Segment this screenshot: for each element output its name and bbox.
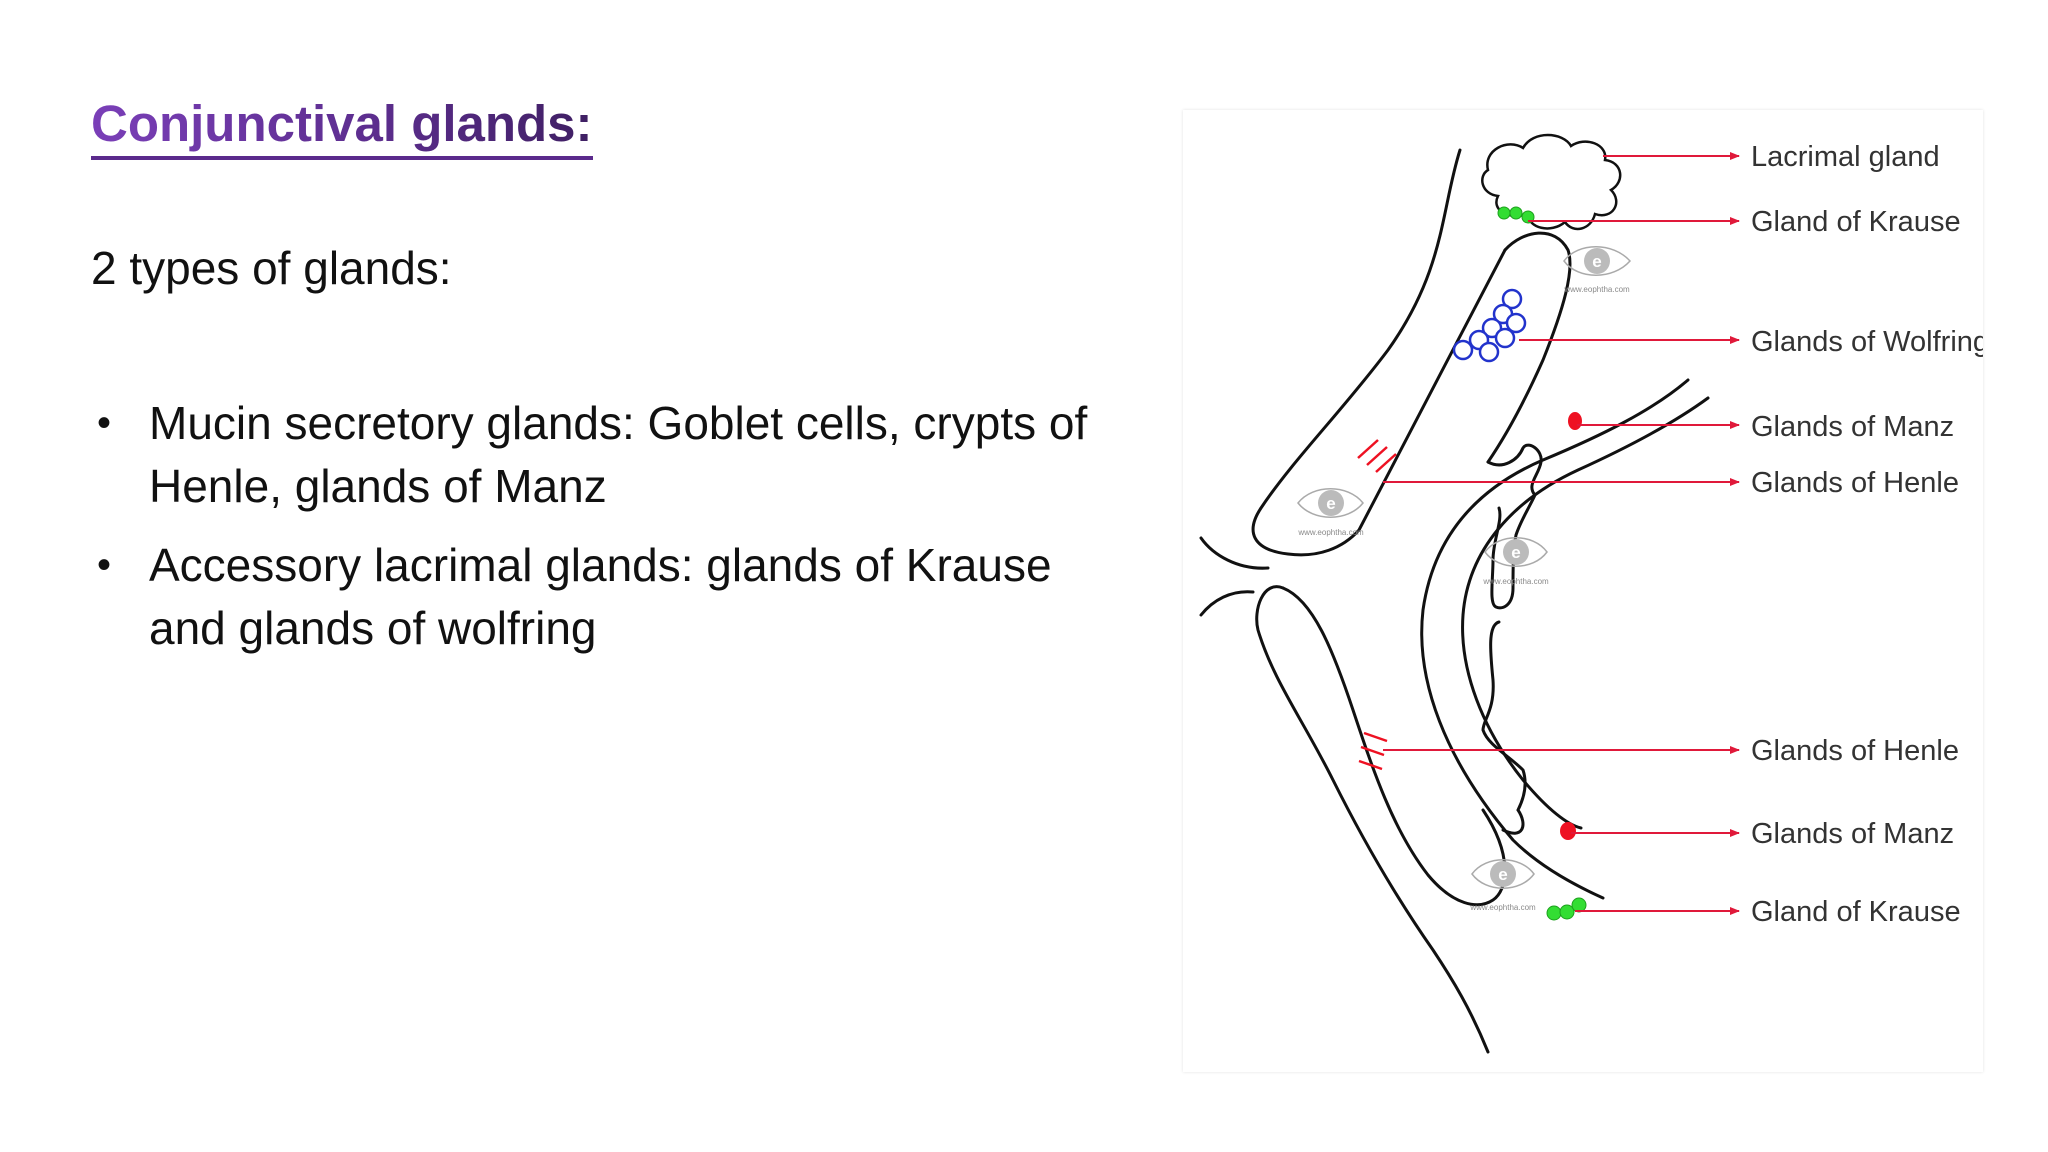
bullet-list: • Mucin secretory glands: Goblet cells, … <box>91 392 1121 676</box>
label-glands-of-manz-lower: Glands of Manz <box>1751 818 1954 850</box>
label-gland-of-krause-lower: Gland of Krause <box>1751 896 1961 928</box>
wolfring-glands <box>1452 288 1527 363</box>
watermark-text: www.eophtha.com <box>1297 528 1364 537</box>
watermark-logo-middle: e www.eophtha.com <box>1482 537 1549 586</box>
eyelid-cross-section-figure: e www.eophtha.com e www.eophtha.com e ww… <box>1199 133 1983 1054</box>
label-glands-of-manz-upper: Glands of Manz <box>1751 411 1954 443</box>
label-glands-of-henle-lower: Glands of Henle <box>1751 735 1959 767</box>
conjunctiva-outline <box>1420 378 1710 900</box>
henle-crypts-upper <box>1357 439 1397 473</box>
bullet-dot-icon: • <box>97 543 112 587</box>
slide-subtitle: 2 types of glands: <box>91 242 452 294</box>
label-glands-of-wolfring: Glands of Wolfring <box>1751 326 1983 358</box>
watermark-logo-lower: e www.eophtha.com <box>1469 859 1536 912</box>
svg-text:e: e <box>1592 252 1601 271</box>
label-gland-of-krause-upper: Gland of Krause <box>1751 206 1961 238</box>
bullet-text: Mucin secretory glands: Goblet cells, cr… <box>149 397 1088 512</box>
manz-gland-upper <box>1568 412 1582 430</box>
label-arrows <box>1383 152 1740 915</box>
watermark-text: www.eophtha.com <box>1563 285 1630 294</box>
watermark-logo-left: e www.eophtha.com <box>1297 488 1364 537</box>
manz-gland-lower <box>1560 822 1576 840</box>
krause-glands-lower <box>1546 897 1587 921</box>
bullet-item: • Accessory lacrimal glands: glands of K… <box>91 534 1121 660</box>
watermark-text: www.eophtha.com <box>1482 577 1549 586</box>
henle-crypts-lower <box>1358 731 1388 771</box>
label-glands-of-henle-upper: Glands of Henle <box>1751 467 1959 499</box>
bullet-item: • Mucin secretory glands: Goblet cells, … <box>91 392 1121 518</box>
bullet-dot-icon: • <box>97 401 112 445</box>
svg-text:e: e <box>1326 494 1335 513</box>
svg-text:e: e <box>1498 865 1507 884</box>
label-lacrimal-gland: Lacrimal gland <box>1751 141 1940 173</box>
watermark-logo-upper: e www.eophtha.com <box>1563 246 1632 294</box>
eyelid-outline <box>1199 148 1572 1054</box>
watermark-text: www.eophtha.com <box>1469 903 1536 912</box>
svg-text:e: e <box>1511 543 1520 562</box>
conjunctival-glands-diagram: e www.eophtha.com e www.eophtha.com e ww… <box>1183 110 1983 1072</box>
slide-title: Conjunctival glands: <box>91 92 593 160</box>
bullet-text: Accessory lacrimal glands: glands of Kra… <box>149 539 1052 654</box>
